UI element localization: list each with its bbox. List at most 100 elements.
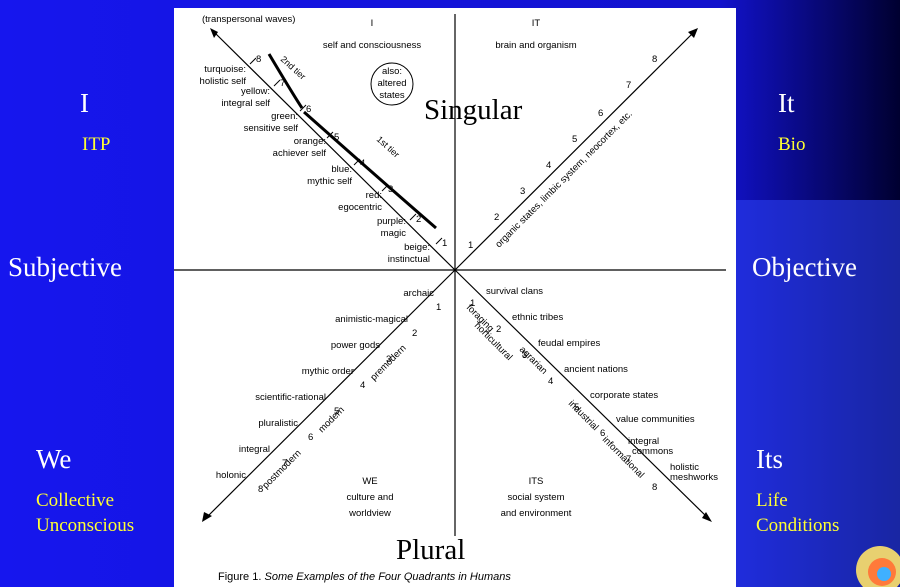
svg-text:feudal empires: feudal empires — [538, 338, 601, 349]
lower-left-title: We — [36, 444, 72, 474]
svg-text:2: 2 — [416, 214, 421, 225]
svg-text:7: 7 — [626, 454, 631, 465]
ur-axis-text: organic states, limbic system, neocortex… — [493, 109, 634, 250]
svg-text:8: 8 — [256, 54, 261, 65]
caption-prefix: Figure 1. — [218, 571, 261, 583]
upper-right-title: It — [778, 88, 795, 118]
ul-level-1: 1 beige:instinctual — [388, 237, 447, 265]
svg-text:mythic order: mythic order — [302, 366, 354, 377]
lr-quadrant-letter: ITS — [529, 476, 544, 487]
svg-text:turquoise:: turquoise: — [204, 64, 246, 75]
svg-text:blue:: blue: — [331, 164, 352, 175]
lr-levels: survival clans 1 ethnic tribes 2 feudal em… — [470, 286, 718, 493]
figure-caption: Figure 1. Some Examples of the Four Quad… — [218, 571, 511, 583]
svg-text:survival clans: survival clans — [486, 286, 543, 297]
objective-label: Objective — [752, 252, 857, 282]
tier1-bracket — [303, 110, 437, 230]
singular-label: Singular — [424, 94, 523, 126]
svg-text:achiever self: achiever self — [273, 148, 327, 159]
ll-quadrant-desc-1: culture and — [346, 492, 393, 503]
ur-quadrant-desc: brain and organism — [495, 40, 576, 51]
svg-text:3: 3 — [386, 354, 391, 365]
ur-diagonal — [454, 31, 695, 271]
svg-text:green:: green: — [271, 111, 298, 122]
ul-level-3: 3 red:egocentric — [338, 184, 393, 213]
svg-text:beige:: beige: — [404, 242, 430, 253]
svg-text:value communities: value communities — [616, 414, 695, 425]
svg-text:6: 6 — [306, 104, 311, 115]
svg-text:commons: commons — [632, 446, 673, 457]
svg-text:integral: integral — [628, 436, 659, 447]
svg-text:instinctual: instinctual — [388, 254, 430, 265]
tier2-bracket — [267, 53, 304, 109]
svg-text:2: 2 — [412, 328, 417, 339]
svg-text:8: 8 — [258, 484, 263, 495]
ll-quadrant-desc-2: worldview — [348, 508, 391, 519]
svg-text:integral: integral — [239, 444, 270, 455]
svg-text:ancient nations: ancient nations — [564, 364, 628, 375]
svg-text:2: 2 — [496, 324, 501, 335]
states-label: states — [379, 90, 405, 101]
svg-text:red:: red: — [366, 190, 382, 201]
lr-diagonal — [454, 269, 709, 519]
svg-text:4: 4 — [360, 380, 365, 391]
svg-text:4: 4 — [360, 158, 365, 169]
svg-text:8: 8 — [652, 482, 657, 493]
also-label: also: — [382, 66, 402, 77]
lower-right-title: Its — [756, 444, 783, 474]
four-quadrants-figure: 2nd tier 1st tier also: altered states I… — [174, 8, 736, 587]
svg-text:holistic: holistic — [670, 462, 699, 473]
lower-right-subtitle-1: Life — [756, 490, 788, 511]
svg-text:animistic-magical: animistic-magical — [335, 314, 408, 325]
svg-text:8: 8 — [652, 54, 657, 65]
right-panel-shade — [736, 200, 900, 587]
svg-text:holonic: holonic — [216, 470, 246, 481]
svg-text:scientific-rational: scientific-rational — [255, 392, 326, 403]
svg-text:archaic: archaic — [403, 288, 434, 299]
ur-levels: 1 2 3 4 5 6 7 8 — [468, 54, 657, 251]
ul-level-6: 6 green:sensitive self — [244, 104, 312, 134]
svg-text:3: 3 — [388, 184, 393, 195]
upper-left-subtitle: ITP — [82, 134, 111, 155]
upper-left-title: I — [80, 88, 89, 118]
svg-text:4: 4 — [546, 160, 551, 171]
svg-text:6: 6 — [598, 108, 603, 119]
svg-text:1: 1 — [442, 238, 447, 249]
svg-text:7: 7 — [626, 80, 631, 91]
svg-text:7: 7 — [282, 458, 287, 469]
lr-axis-industrial: industrial — [566, 398, 601, 433]
svg-text:5: 5 — [572, 134, 577, 145]
svg-text:7: 7 — [280, 78, 285, 89]
svg-text:ethnic tribes: ethnic tribes — [512, 312, 563, 323]
svg-text:2: 2 — [494, 212, 499, 223]
svg-text:sensitive self: sensitive self — [244, 123, 299, 134]
altered-label: altered — [377, 78, 406, 89]
ul-diagonal — [213, 31, 456, 271]
svg-text:corporate states: corporate states — [590, 390, 658, 401]
altered-states-circle — [370, 62, 414, 106]
svg-text:3: 3 — [522, 350, 527, 361]
svg-text:5: 5 — [334, 406, 339, 417]
svg-text:power gods: power gods — [331, 340, 380, 351]
ll-quadrant-letter: WE — [362, 476, 377, 487]
svg-text:5: 5 — [574, 402, 579, 413]
svg-text:3: 3 — [520, 186, 525, 197]
svg-text:1: 1 — [436, 302, 441, 313]
svg-text:yellow:: yellow: — [241, 86, 270, 97]
svg-text:meshworks: meshworks — [670, 472, 718, 483]
lower-right-subtitle-2: Conditions — [756, 515, 840, 536]
ll-axis-modern: modern — [316, 405, 347, 436]
ll-diagonal — [205, 269, 456, 519]
ul-quadrant-letter: I — [371, 18, 374, 29]
ul-quadrant-desc: self and consciousness — [323, 40, 421, 51]
svg-text:pluralistic: pluralistic — [258, 418, 298, 429]
svg-text:orange:: orange: — [294, 136, 326, 147]
lr-quadrant-desc-2: and environment — [501, 508, 572, 519]
subjective-label: Subjective — [8, 252, 122, 282]
svg-text:1: 1 — [470, 298, 475, 309]
svg-text:egocentric: egocentric — [338, 202, 382, 213]
